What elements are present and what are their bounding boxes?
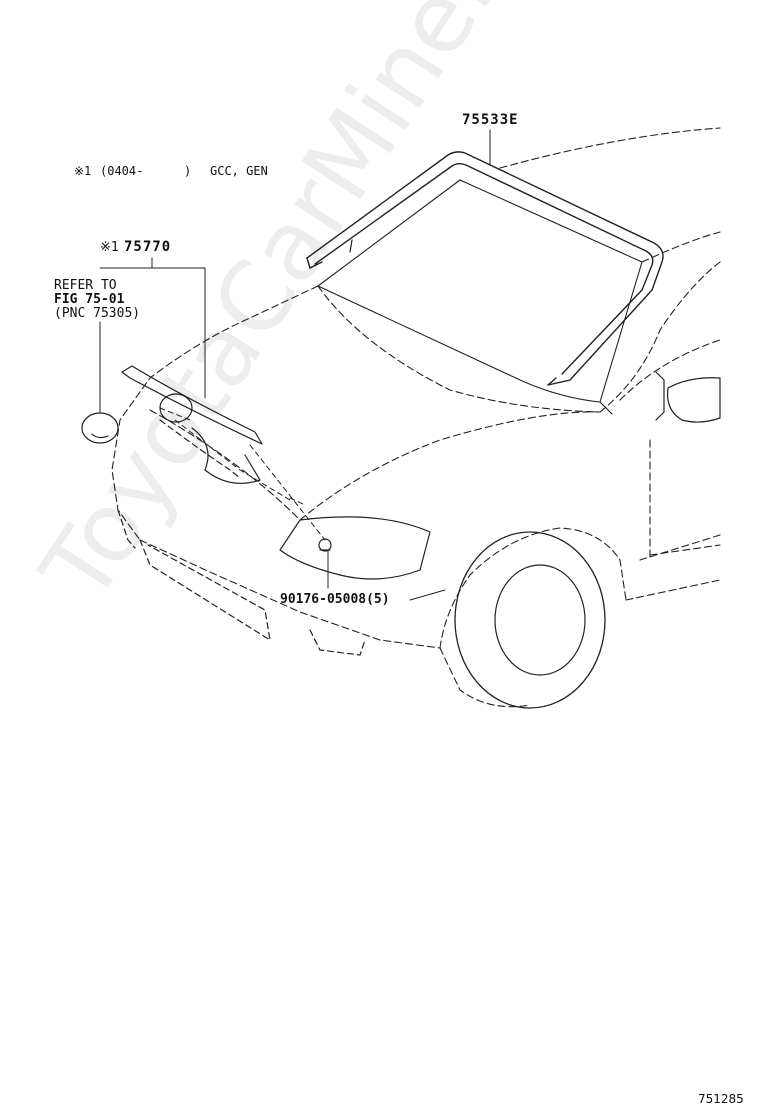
side-mirror bbox=[666, 377, 721, 423]
reference-line-2: FIG 75-01 bbox=[54, 292, 125, 307]
windshield bbox=[317, 179, 643, 403]
applicability-spec: GCC, GEN bbox=[210, 164, 268, 178]
emblem bbox=[81, 412, 119, 444]
reference-line-1: REFER TO bbox=[54, 278, 117, 293]
applicability-marker: ※1 bbox=[74, 164, 92, 178]
windshield-moulding bbox=[306, 151, 664, 386]
front-bumper bbox=[117, 419, 366, 656]
car-body bbox=[111, 127, 721, 708]
figure-number: 751285 bbox=[698, 1092, 744, 1106]
part-label-90176-05008: 90176-05008(5) bbox=[280, 592, 390, 607]
applicability-close: ) bbox=[184, 164, 192, 178]
leader-lines bbox=[99, 129, 491, 601]
part-marker-75770: ※1 bbox=[100, 240, 119, 255]
applicability-range: (0404- bbox=[100, 164, 144, 178]
hood-protector bbox=[121, 365, 263, 484]
part-label-75533E: 75533E bbox=[462, 112, 519, 128]
part-label-75770: 75770 bbox=[124, 239, 172, 255]
reference-line-3: (PNC 75305) bbox=[54, 306, 141, 321]
front-wheel bbox=[454, 531, 606, 709]
headlight bbox=[279, 516, 431, 580]
clip bbox=[318, 538, 332, 552]
